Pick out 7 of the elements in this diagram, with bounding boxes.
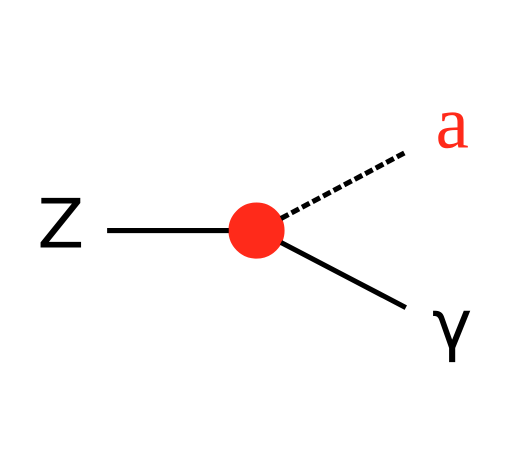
node-circle	[228, 202, 285, 258]
node-text: γ	[432, 285, 472, 364]
connector	[107, 228, 229, 233]
node-text: Z	[37, 185, 84, 264]
connector	[280, 149, 407, 220]
node-text: a	[436, 81, 469, 164]
connector	[280, 240, 407, 310]
